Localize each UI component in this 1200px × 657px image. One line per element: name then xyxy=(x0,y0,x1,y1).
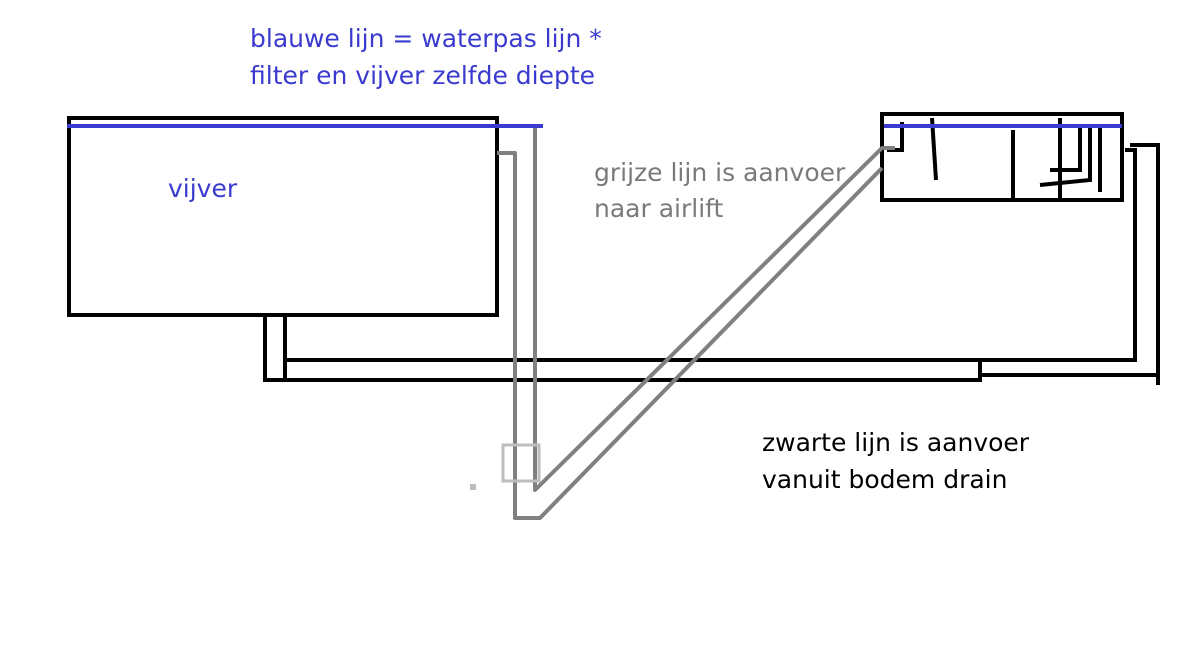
black-supply-pipe xyxy=(285,143,1160,385)
pond-label: vijver xyxy=(168,174,238,203)
gray-line-note-1: grijze lijn is aanvoer xyxy=(594,158,846,187)
black-line-note-2: vanuit bodem drain xyxy=(762,465,1008,494)
pond-box xyxy=(67,116,499,317)
bottom-drain-stub xyxy=(263,313,287,382)
gray-airlift-pipe xyxy=(497,128,895,520)
blue-line-note-1: blauwe lijn = waterpas lijn * xyxy=(250,24,602,53)
stray-dot xyxy=(470,484,476,490)
black-line-note-1: zwarte lijn is aanvoer xyxy=(762,428,1030,457)
blue-line-note-2: filter en vijver zelfde diepte xyxy=(250,61,596,90)
gray-line-note-2: naar airlift xyxy=(594,194,724,223)
airlift-marker xyxy=(501,443,541,483)
filter-internals xyxy=(887,117,1102,200)
filter-box xyxy=(880,112,1124,202)
